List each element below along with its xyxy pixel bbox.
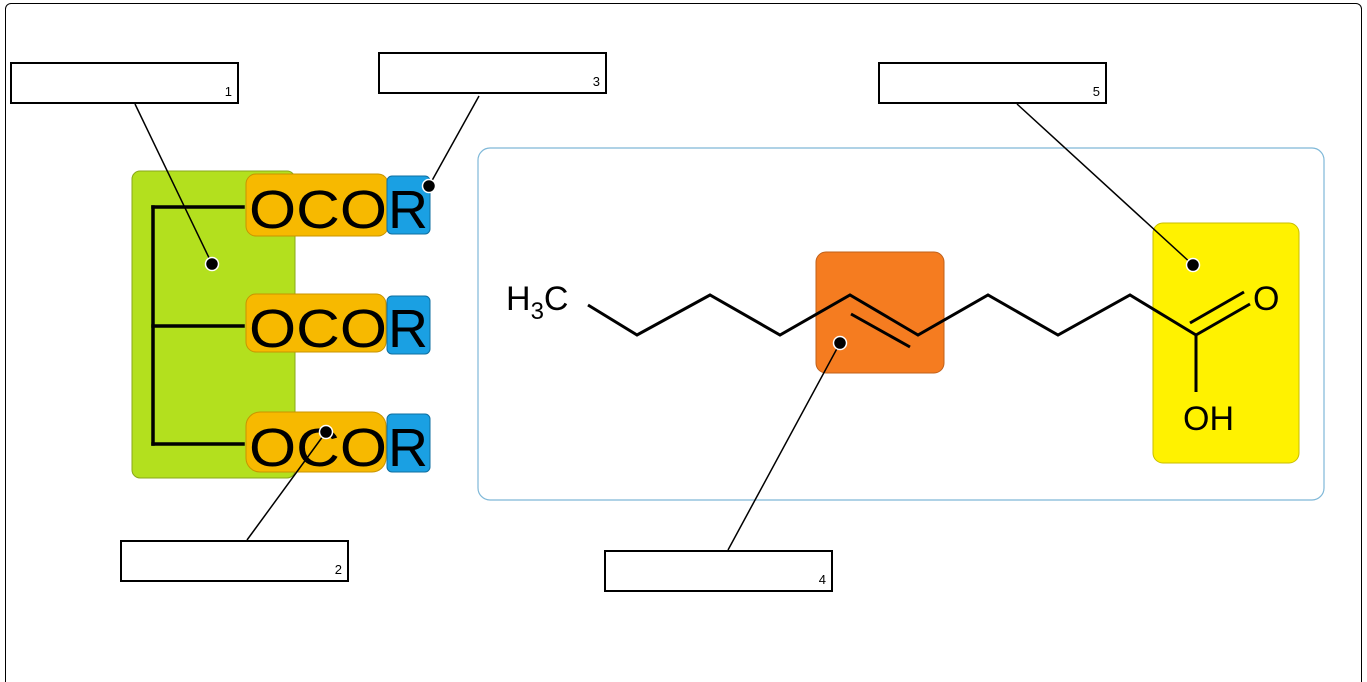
ester-region-2 [245, 293, 387, 353]
carboxyl-region [1152, 222, 1300, 464]
outer-frame [5, 3, 1362, 682]
hydroxyl-text: OH [1183, 400, 1234, 438]
pointer-dot-1 [204, 256, 220, 272]
label-box-5-number: 5 [1092, 84, 1100, 99]
label-box-1-number: 1 [224, 84, 232, 99]
r-text-1: R [388, 180, 428, 240]
pointer-dot-2 [318, 424, 334, 440]
ester-text-2: OCO [249, 299, 387, 359]
label-box-3-number: 3 [592, 74, 600, 89]
label-box-2[interactable]: 2 [120, 540, 349, 582]
pointer-dots [204, 178, 1201, 440]
ester-text-3: OCO [249, 418, 387, 478]
ester-region-3 [245, 411, 387, 473]
r-text-3: R [388, 418, 428, 478]
fatty-acid-panel [477, 147, 1325, 501]
pointer-dot-5 [1185, 257, 1201, 273]
r-group-region-3 [386, 413, 431, 473]
ester-text-1: OCO [249, 180, 387, 240]
carbonyl-oxygen-text: O [1253, 280, 1279, 318]
pointer-dot-3 [421, 178, 437, 194]
glycerol-backbone [151, 205, 245, 446]
leader-lines [134, 95, 1194, 551]
r-text-2: R [388, 299, 428, 359]
label-box-4[interactable]: 4 [604, 550, 833, 592]
carbon-chain [587, 290, 1251, 392]
pointer-dot-4 [832, 335, 848, 351]
r-group-region-2 [386, 295, 431, 355]
methyl-group-text: H3C [506, 280, 568, 325]
label-box-2-number: 2 [334, 562, 342, 577]
r-group-region-1 [386, 175, 431, 235]
label-box-4-number: 4 [818, 572, 826, 587]
label-box-3[interactable]: 3 [378, 52, 607, 94]
label-box-1[interactable]: 1 [10, 62, 239, 104]
label-box-5[interactable]: 5 [878, 62, 1107, 104]
